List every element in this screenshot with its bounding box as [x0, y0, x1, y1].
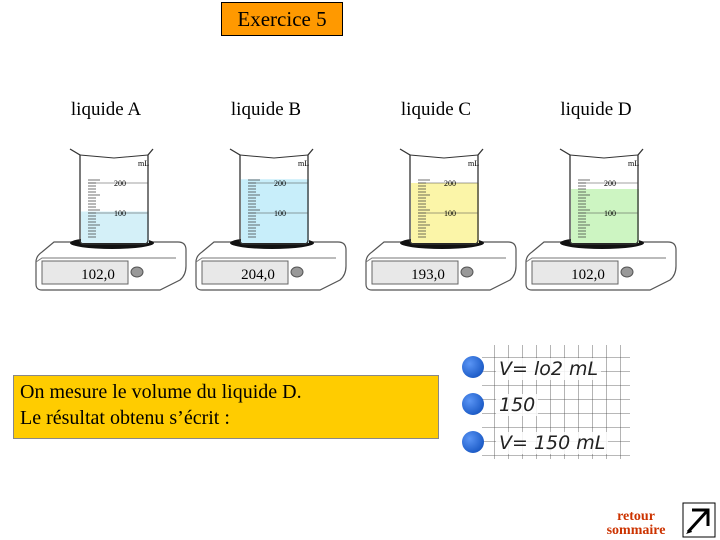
- graduation-label-200: 200: [114, 179, 126, 188]
- graduation-label-100: 100: [604, 209, 616, 218]
- beaker-unit: mL: [298, 159, 309, 168]
- scale-display: [201, 260, 289, 285]
- graduation-label-100: 100: [444, 209, 456, 218]
- scale-display-value: 102,0: [571, 267, 605, 283]
- answer-text: V= 150 mL: [496, 432, 609, 454]
- answer-text: 150: [496, 394, 539, 416]
- answer-radio-icon[interactable]: [462, 431, 484, 453]
- scale-display: [41, 260, 129, 285]
- liquid-fill: [241, 179, 309, 243]
- answer-text: V= lo2 mL: [496, 358, 602, 380]
- scale-edge: [35, 257, 176, 263]
- beaker-rim: [79, 154, 149, 159]
- scale-button-icon: [130, 266, 144, 278]
- scale-display: [531, 260, 619, 285]
- scale-edge: [365, 257, 506, 263]
- scale-display: [371, 260, 459, 285]
- beaker-rim: [569, 154, 639, 159]
- beaker-unit: mL: [138, 159, 149, 168]
- answer-radio-icon[interactable]: [462, 393, 484, 415]
- liquid-fill: [81, 211, 149, 243]
- scale-display-value: 204,0: [241, 267, 275, 283]
- graduation-label-100: 100: [274, 209, 286, 218]
- answer-option-3[interactable]: V= 150 mL: [461, 428, 641, 464]
- question-line-2: Le résultat obtenu s’écrit :: [20, 407, 230, 429]
- graduation-label-200: 200: [604, 179, 616, 188]
- answer-option-1[interactable]: V= lo2 mL: [461, 352, 641, 388]
- beaker-scale-b: 204,0 mL 200 100: [195, 148, 347, 291]
- scale-edge: [525, 257, 666, 263]
- answer-radio-icon[interactable]: [462, 356, 484, 378]
- liquid-a-label: liquide A: [70, 99, 142, 120]
- retour-sommaire-link[interactable]: retour sommaire: [596, 510, 676, 538]
- beaker-scale-a: 102,0 mL 200 100: [35, 148, 187, 291]
- liquid-b-label: liquide B: [230, 99, 302, 120]
- beaker-unit: mL: [468, 159, 479, 168]
- scale-display-value: 193,0: [411, 267, 445, 283]
- beaker-scale-c: 193,0 mL 200 100: [365, 148, 517, 291]
- beaker-rim: [409, 154, 479, 159]
- beaker-outline: [399, 148, 484, 245]
- answer-option-2[interactable]: 150: [461, 390, 641, 426]
- graduation-label-200: 200: [444, 179, 456, 188]
- scale-display-value: 102,0: [81, 267, 115, 283]
- scale-button-icon: [460, 266, 474, 278]
- liquid-d-label: liquide D: [560, 99, 632, 120]
- beaker-scale-d: 102,0 mL 200 100: [525, 148, 677, 291]
- return-arrow-icon[interactable]: [682, 502, 716, 538]
- scale-button-icon: [290, 266, 304, 278]
- retour-label: retour: [617, 509, 655, 524]
- scale-button-icon: [620, 266, 634, 278]
- beaker-outline: [229, 148, 314, 245]
- beaker-outline: [69, 148, 154, 245]
- question-line-1: On mesure le volume du liquide D.: [20, 381, 302, 403]
- graduation-label-200: 200: [274, 179, 286, 188]
- question-box: On mesure le volume du liquide D. Le rés…: [13, 375, 439, 439]
- beaker-unit: mL: [628, 159, 639, 168]
- exercise-title: Exercice 5: [221, 2, 343, 36]
- beakers-on-scales: 102,0mL200100204,0mL200100193,0mL2001001…: [35, 148, 677, 291]
- graduation-label-100: 100: [114, 209, 126, 218]
- liquid-c-label: liquide C: [400, 99, 472, 120]
- scale-edge: [195, 257, 336, 263]
- sommaire-label: sommaire: [606, 523, 666, 538]
- beaker-outline: [559, 148, 644, 245]
- beaker-rim: [239, 154, 309, 159]
